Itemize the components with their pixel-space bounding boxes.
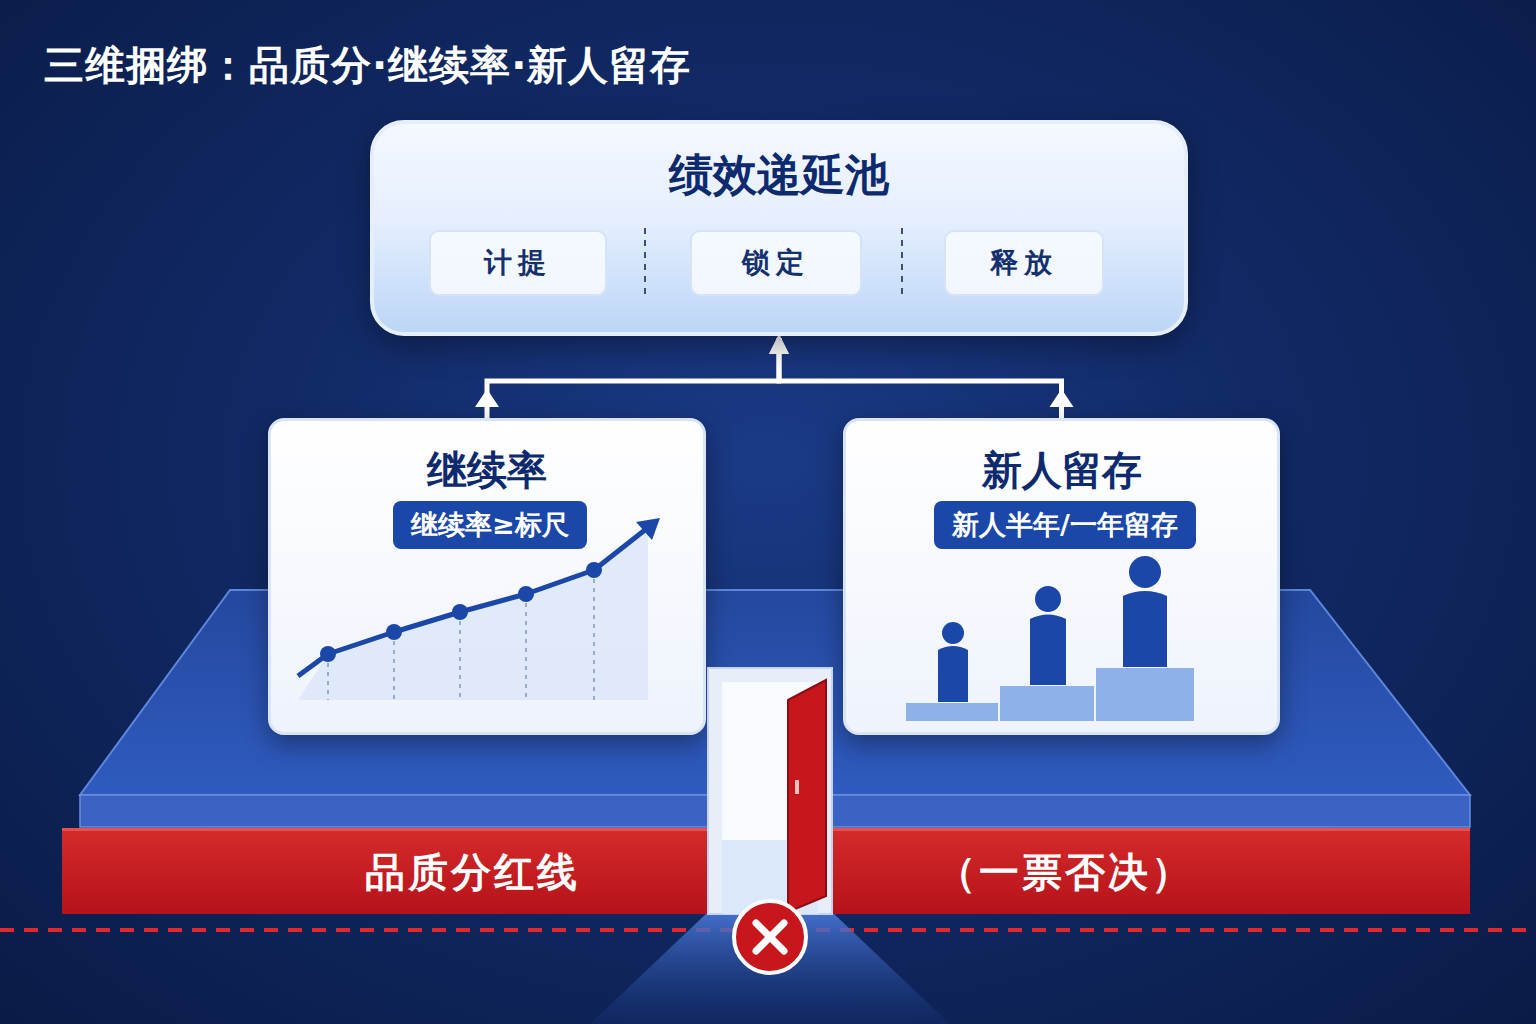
node-label: 新人半年/一年留存 bbox=[952, 507, 1178, 543]
node-label: 品质分红线 bbox=[365, 845, 580, 900]
diagram-title: 三维捆绑：品质分·继续率·新人留存 bbox=[44, 38, 691, 93]
node-label: 释放 bbox=[990, 244, 1058, 282]
node-label: 绩效递延池 bbox=[374, 124, 1184, 205]
node-label: 新人留存 bbox=[846, 421, 1277, 498]
branch-arrowhead bbox=[1050, 389, 1074, 407]
node-label: 继续率 bbox=[271, 421, 703, 498]
metric-pill: 继续率≥标尺 bbox=[393, 501, 587, 549]
people-steps bbox=[906, 556, 1194, 721]
merge-arrow bbox=[487, 338, 779, 418]
veto-mark bbox=[734, 901, 806, 973]
node-label: 锁定 bbox=[742, 244, 810, 282]
stage-box: 锁定 bbox=[690, 230, 862, 296]
metric-pill: 新人半年/一年留存 bbox=[934, 501, 1196, 549]
branch-arrowhead bbox=[475, 389, 499, 407]
pool-container: 绩效递延池计提 锁定 释放 bbox=[370, 120, 1188, 336]
node-label: 计提 bbox=[484, 244, 552, 282]
node-note: （一票否决） bbox=[936, 845, 1194, 900]
stage-box: 释放 bbox=[944, 230, 1104, 296]
pool-dividers bbox=[645, 228, 902, 296]
open-door bbox=[708, 668, 832, 914]
node-label: 继续率≥标尺 bbox=[411, 507, 569, 543]
growth-chart bbox=[298, 518, 660, 700]
merge-arrow bbox=[779, 338, 1062, 418]
stage-box: 计提 bbox=[429, 230, 607, 296]
